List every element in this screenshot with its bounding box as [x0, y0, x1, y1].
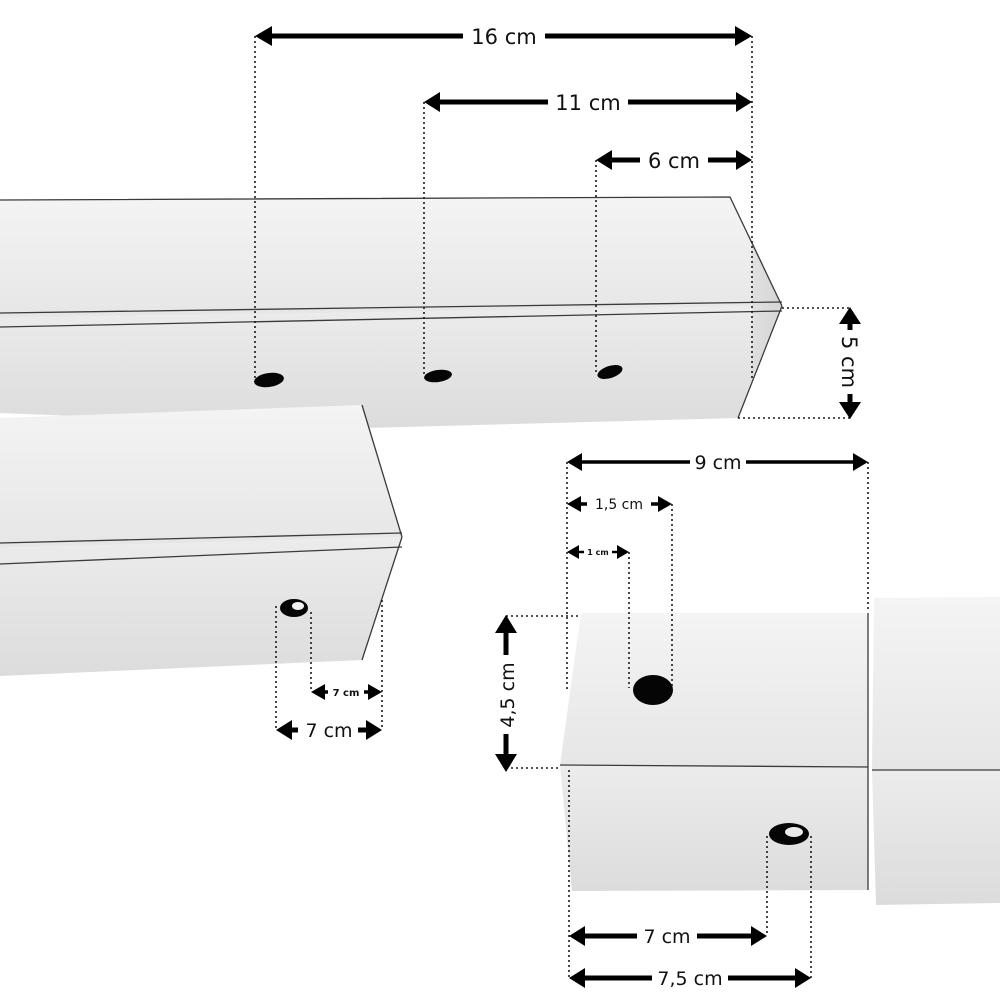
arrow-right-icon [795, 968, 811, 988]
arrow-right-icon [368, 684, 382, 700]
dimension-label-9cm: 9 cm [694, 452, 741, 474]
arrow-right-icon [658, 496, 672, 512]
arrow-right-icon [366, 720, 382, 740]
dimension-6cm: 6 cm [596, 149, 752, 173]
tube-top-side-face [0, 306, 782, 428]
arrow-right-icon [736, 92, 752, 112]
hole-icon [254, 372, 284, 388]
arrow-left-icon [596, 150, 612, 170]
arrow-up-icon [495, 615, 517, 633]
tube-middle [0, 404, 403, 676]
tube-top [0, 196, 783, 428]
dimension-16cm: 16 cm [255, 25, 752, 49]
arrow-left-icon [569, 968, 585, 988]
tube-middle-side-face [0, 537, 402, 676]
arrow-left-icon [567, 545, 579, 559]
tube-closeup-back-side-face [872, 770, 1000, 905]
arrow-right-icon [736, 150, 752, 170]
hole-icon [597, 365, 623, 379]
dimension-1-5cm: 1,5 cm [567, 496, 672, 513]
dimension-9cm: 9 cm [567, 452, 868, 474]
tube-top-upper-face [0, 197, 782, 318]
dimension-7cm-bottom: 7 cm [569, 926, 767, 948]
dimension-label-7cm-left: 7 cm [305, 720, 352, 742]
arrow-left-icon [569, 926, 585, 946]
dimension-4-5cm: 4,5 cm [495, 615, 519, 772]
dimension-7-5cm: 7,5 cm [569, 968, 811, 990]
dimension-11cm: 11 cm [424, 91, 752, 115]
dimension-label-6cm: 6 cm [648, 149, 700, 173]
dimension-label-1-5cm: 1,5 cm [595, 497, 643, 513]
hole-highlight [785, 827, 803, 837]
arrow-left-icon [255, 26, 272, 46]
arrow-left-icon [424, 92, 440, 112]
dimension-7cm-left: 7 cm [276, 720, 382, 742]
arrow-right-icon [735, 26, 752, 46]
dimension-label-16cm: 16 cm [471, 25, 536, 49]
dimension-label-4-5cm: 4,5 cm [497, 662, 519, 727]
arrow-left-icon [276, 720, 292, 740]
dimension-label-1cm: 1 cm [587, 548, 608, 557]
arrow-down-icon [839, 402, 861, 419]
dimension-1cm: 1 cm [567, 545, 629, 559]
arrow-right-icon [617, 545, 629, 559]
hole-icon [633, 675, 673, 705]
arrow-down-icon [495, 754, 517, 772]
dimension-label-7cm-bottom: 7 cm [643, 926, 690, 948]
dimension-label-5cm: 5 cm [837, 336, 861, 388]
arrow-left-icon [567, 496, 581, 512]
tube-closeup-side-face [560, 765, 868, 891]
arrow-left-icon [567, 453, 582, 471]
arrow-up-icon [839, 307, 861, 324]
arrow-right-icon [751, 926, 767, 946]
arrow-left-icon [311, 684, 325, 700]
dimension-7cm-small: 7 cm [311, 684, 382, 700]
hole-highlight [292, 602, 304, 610]
dimension-label-11cm: 11 cm [555, 91, 620, 115]
tube-closeup-upper-face [560, 613, 868, 767]
dimension-5cm: 5 cm [837, 307, 861, 419]
dimension-label-7-5cm: 7,5 cm [657, 968, 722, 990]
hole-icon [424, 369, 452, 383]
extension-lines [254, 36, 869, 978]
dimension-label-7cm-small: 7 cm [333, 688, 360, 699]
tube-closeup-back-upper-face [872, 597, 1000, 770]
tube-closeup [559, 597, 1000, 905]
tube-top-end-face [752, 240, 782, 378]
tube-middle-upper-face [0, 405, 402, 548]
arrow-right-icon [853, 453, 868, 471]
